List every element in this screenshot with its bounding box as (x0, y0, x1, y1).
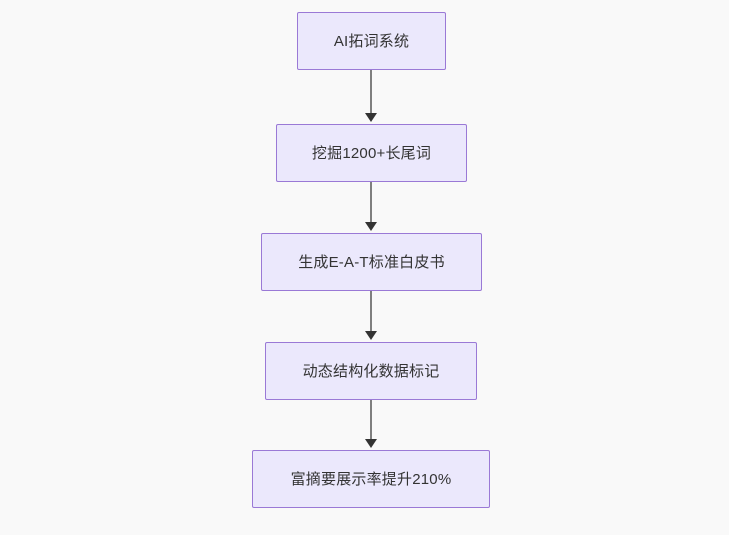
flow-node-label: AI拓词系统 (333, 32, 410, 50)
flow-node-3[interactable]: 生成E-A-T标准白皮书 (261, 233, 482, 291)
flow-edge-3 (370, 291, 372, 333)
flow-node-label: 动态结构化数据标记 (302, 362, 440, 380)
flow-arrowhead-1 (365, 113, 377, 122)
flow-node-4[interactable]: 动态结构化数据标记 (265, 342, 477, 400)
flow-node-2[interactable]: 挖掘1200+长尾词 (276, 124, 467, 182)
flow-node-1[interactable]: AI拓词系统 (297, 12, 446, 70)
flow-edge-4 (370, 400, 372, 441)
flow-arrowhead-4 (365, 439, 377, 448)
flow-node-label: 富摘要展示率提升210% (290, 470, 452, 488)
flow-node-label: 挖掘1200+长尾词 (311, 144, 432, 162)
flow-node-5[interactable]: 富摘要展示率提升210% (252, 450, 490, 508)
flow-arrowhead-3 (365, 331, 377, 340)
flow-edge-2 (370, 182, 372, 224)
flow-edge-1 (370, 70, 372, 115)
flow-node-label: 生成E-A-T标准白皮书 (298, 253, 445, 271)
flow-arrowhead-2 (365, 222, 377, 231)
